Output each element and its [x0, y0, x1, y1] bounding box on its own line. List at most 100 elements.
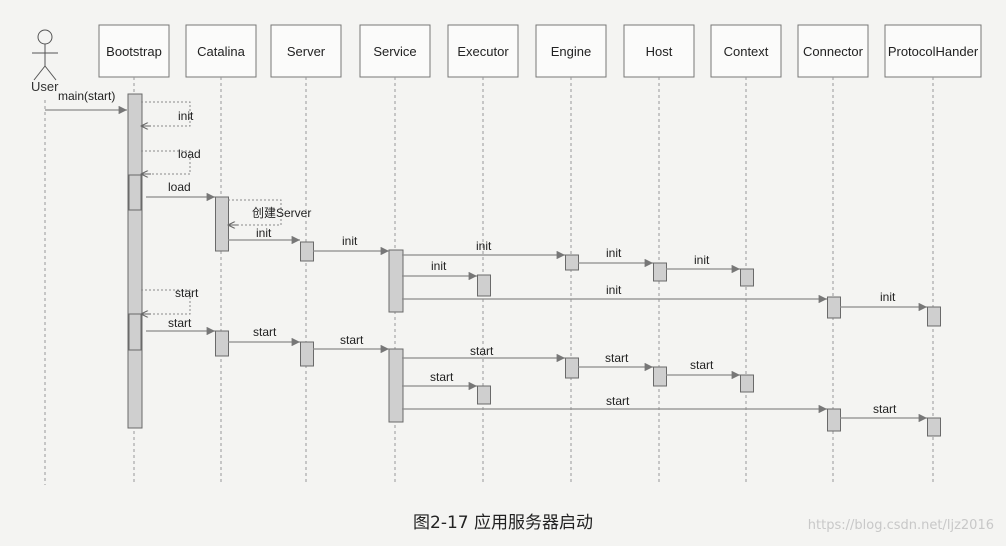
- message-server-to-service: start: [313, 333, 389, 354]
- activation-bar-host: [653, 262, 667, 282]
- participant-service: Service: [359, 24, 431, 485]
- message-service-to-engine: start: [402, 344, 565, 363]
- message-label: init: [606, 283, 622, 297]
- activation-bars: [127, 93, 941, 437]
- activation-bar-bootstrap: [128, 174, 142, 211]
- activation-bar-server: [300, 241, 314, 262]
- diagram-canvas: User Bootstrap Catalina Server Service Execu…: [31, 24, 982, 485]
- activation-bar-connector: [827, 296, 841, 319]
- activation-bar-protocolhander: [927, 417, 941, 437]
- participant-box: [359, 24, 431, 78]
- message-label: init: [256, 226, 272, 240]
- message-service-to-connector: init: [402, 283, 827, 304]
- message-catalina-to-server: init: [228, 226, 300, 245]
- participant-box: [884, 24, 982, 78]
- message-host-to-context: init: [666, 253, 740, 274]
- message-label: 创建Server: [252, 206, 311, 220]
- watermark: https://blog.csdn.net/ljz2016: [807, 518, 994, 533]
- self-message-loop: [141, 101, 191, 127]
- message-bootstrap-to-catalina: start: [146, 316, 215, 336]
- activation-bar-server: [300, 341, 314, 367]
- activation-bar-service: [388, 348, 404, 423]
- participant-connector: Connector: [797, 24, 869, 485]
- activation-bar-context: [740, 374, 754, 393]
- activation-bar-service: [388, 249, 404, 313]
- message-label: init: [431, 259, 447, 273]
- user-actor: User: [31, 29, 59, 485]
- message-bootstrap-to-catalina: load: [146, 180, 215, 202]
- activation-bar-bootstrap: [127, 93, 143, 429]
- message-label: start: [606, 394, 630, 408]
- message-label: start: [690, 358, 714, 372]
- participant-label: Server: [287, 44, 326, 59]
- participant-label: Host: [646, 44, 673, 59]
- user-actor-label: User: [31, 79, 59, 94]
- participant-executor: Executor: [447, 24, 519, 485]
- participant-label: Bootstrap: [106, 44, 162, 59]
- message-catalina-to-server: start: [228, 325, 300, 347]
- message-server-to-service: init: [313, 234, 389, 256]
- message-service-to-engine: init: [402, 239, 565, 260]
- message-label: start: [605, 351, 629, 365]
- message-engine-to-host: init: [578, 246, 653, 268]
- message-host-to-context: start: [666, 358, 740, 380]
- message-label: start: [430, 370, 454, 384]
- activation-bar-engine: [565, 254, 579, 271]
- participant-server: Server: [270, 24, 342, 485]
- activation-bar-connector: [827, 408, 841, 432]
- participant-box: [535, 24, 607, 78]
- message-connector-to-protocolhander: start: [840, 402, 927, 423]
- message-service-to-connector: start: [402, 394, 827, 414]
- participant-catalina: Catalina: [185, 24, 257, 485]
- activation-bar-protocolhander: [927, 306, 941, 327]
- activation-bar-engine: [565, 357, 579, 379]
- activation-bar-executor: [477, 274, 491, 297]
- message-label: main(start): [58, 89, 115, 103]
- activation-bar-context: [740, 268, 754, 287]
- participant-context: Context: [710, 24, 782, 485]
- participant-label: ProtocolHander: [888, 44, 979, 59]
- message-label: start: [175, 286, 199, 300]
- message-bootstrap-to-bootstrap: init: [141, 101, 194, 127]
- activation-bar-catalina: [215, 330, 229, 357]
- message-label: load: [168, 180, 191, 194]
- participant-label: Executor: [457, 44, 509, 59]
- message-label: load: [178, 147, 201, 161]
- participant-host: Host: [623, 24, 695, 485]
- message-label: init: [606, 246, 622, 260]
- self-message-loop: [141, 289, 191, 315]
- self-message-loop: [228, 199, 282, 226]
- participants: Bootstrap Catalina Server Service Executor En…: [98, 24, 982, 485]
- figure-caption: 图2-17 应用服务器启动: [413, 513, 593, 533]
- message-label: init: [694, 253, 710, 267]
- message-label: start: [340, 333, 364, 347]
- activation-bar-catalina: [215, 196, 229, 252]
- message-label: init: [476, 239, 492, 253]
- messages: main(start) init load load 创建Server init init i…: [45, 89, 927, 423]
- participant-label: Catalina: [197, 44, 245, 59]
- message-label: start: [873, 402, 897, 416]
- activation-bar-bootstrap: [128, 313, 142, 351]
- participant-box: [710, 24, 782, 78]
- message-user-to-bootstrap: main(start): [45, 89, 128, 115]
- participant-box: [98, 24, 170, 78]
- message-label: start: [168, 316, 192, 330]
- message-bootstrap-to-bootstrap: start: [141, 286, 199, 314]
- participant-engine: Engine: [535, 24, 607, 485]
- message-label: init: [880, 290, 896, 304]
- message-connector-to-protocolhander: init: [840, 290, 927, 312]
- message-label: init: [178, 109, 194, 123]
- participant-label: Connector: [803, 44, 864, 59]
- message-service-to-executor: init: [402, 259, 477, 281]
- message-label: start: [470, 344, 494, 358]
- message-service-to-executor: start: [402, 370, 477, 391]
- participant-label: Context: [724, 44, 769, 59]
- self-message-loop: [141, 150, 191, 175]
- message-label: init: [342, 234, 358, 248]
- participant-label: Engine: [551, 44, 591, 59]
- message-catalina-to-catalina: 创建Server: [228, 199, 311, 226]
- message-engine-to-host: start: [578, 351, 653, 372]
- participant-label: Service: [373, 44, 416, 59]
- participant-protocolhander: ProtocolHander: [884, 24, 982, 485]
